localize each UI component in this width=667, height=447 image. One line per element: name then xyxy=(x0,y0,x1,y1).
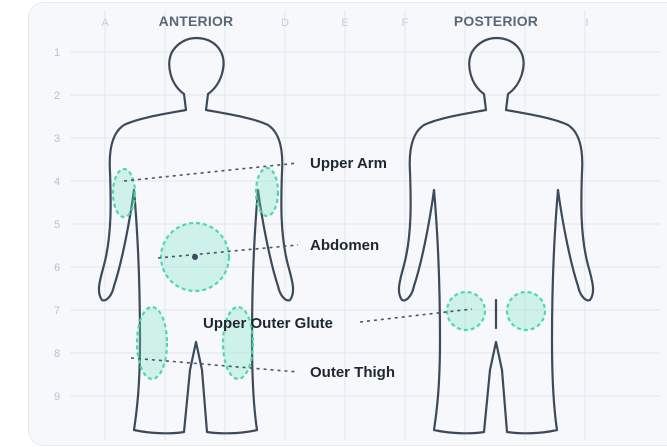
grid-row-4: 4 xyxy=(54,176,60,188)
grid-row-2: 2 xyxy=(54,90,60,102)
grid-column-i: I xyxy=(585,17,588,29)
grid-row-3: 3 xyxy=(54,133,60,145)
site-left-upper-arm[interactable] xyxy=(113,169,135,217)
grid-column-e: E xyxy=(341,17,348,29)
grid-row-5: 5 xyxy=(54,219,60,231)
grid-row-1: 1 xyxy=(54,47,60,59)
label-upper-outer-glute: Upper Outer Glute xyxy=(203,315,333,332)
label-outer-thigh: Outer Thigh xyxy=(310,364,395,381)
label-abdomen: Abdomen xyxy=(310,237,379,254)
site-right-upper-outer-glute[interactable] xyxy=(507,292,545,330)
grid-row-8: 8 xyxy=(54,348,60,360)
grid-column-d: D xyxy=(281,17,289,29)
posterior-body-outline xyxy=(399,38,593,433)
grid-row-9: 9 xyxy=(54,391,60,403)
posterior-title: POSTERIOR xyxy=(454,13,538,29)
grid-column-f: F xyxy=(402,17,409,29)
abdomen-marker-dot xyxy=(192,254,198,260)
grid-column-a: A xyxy=(101,17,109,29)
site-left-outer-thigh[interactable] xyxy=(137,307,167,379)
grid-row-6: 6 xyxy=(54,262,60,274)
anterior-title: ANTERIOR xyxy=(159,13,234,29)
grid-row-7: 7 xyxy=(54,305,60,317)
site-right-upper-arm[interactable] xyxy=(256,168,278,216)
label-upper-arm: Upper Arm xyxy=(310,155,387,172)
